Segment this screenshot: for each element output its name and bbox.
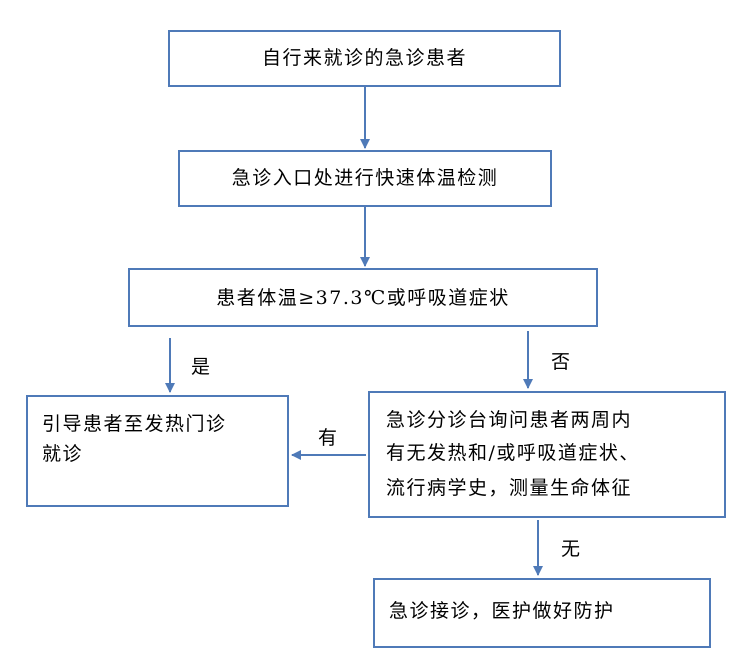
node-fever-clinic-line-2: 就诊 — [42, 443, 84, 465]
edge-label-has: 有 — [318, 427, 338, 449]
node-triage-line-2: 有无发热和/或呼吸道症状、 — [386, 442, 640, 464]
edge-label-no: 否 — [551, 351, 571, 373]
node-treat: 急诊接诊，医护做好防护 — [373, 578, 711, 648]
edge-label-none: 无 — [561, 538, 581, 560]
node-temp-check: 急诊入口处进行快速体温检测 — [178, 150, 552, 207]
node-triage-line-3: 流行病学史，测量生命体征 — [386, 477, 633, 499]
node-fever-clinic: 引导患者至发热门诊 就诊 — [26, 395, 289, 507]
node-treat-text: 急诊接诊，医护做好防护 — [389, 600, 615, 622]
edge-label-yes: 是 — [191, 356, 211, 378]
node-start: 自行来就诊的急诊患者 — [168, 30, 561, 87]
node-condition: 患者体温≥37.3℃或呼吸道症状 — [128, 268, 598, 327]
node-fever-clinic-line-1: 引导患者至发热门诊 — [42, 413, 227, 435]
node-condition-text: 患者体温≥37.3℃或呼吸道症状 — [216, 287, 510, 309]
node-triage: 急诊分诊台询问患者两周内 有无发热和/或呼吸道症状、 流行病学史，测量生命体征 — [368, 391, 726, 518]
node-temp-check-text: 急诊入口处进行快速体温检测 — [231, 167, 499, 189]
node-start-text: 自行来就诊的急诊患者 — [261, 47, 467, 69]
node-triage-line-1: 急诊分诊台询问患者两周内 — [386, 409, 633, 431]
